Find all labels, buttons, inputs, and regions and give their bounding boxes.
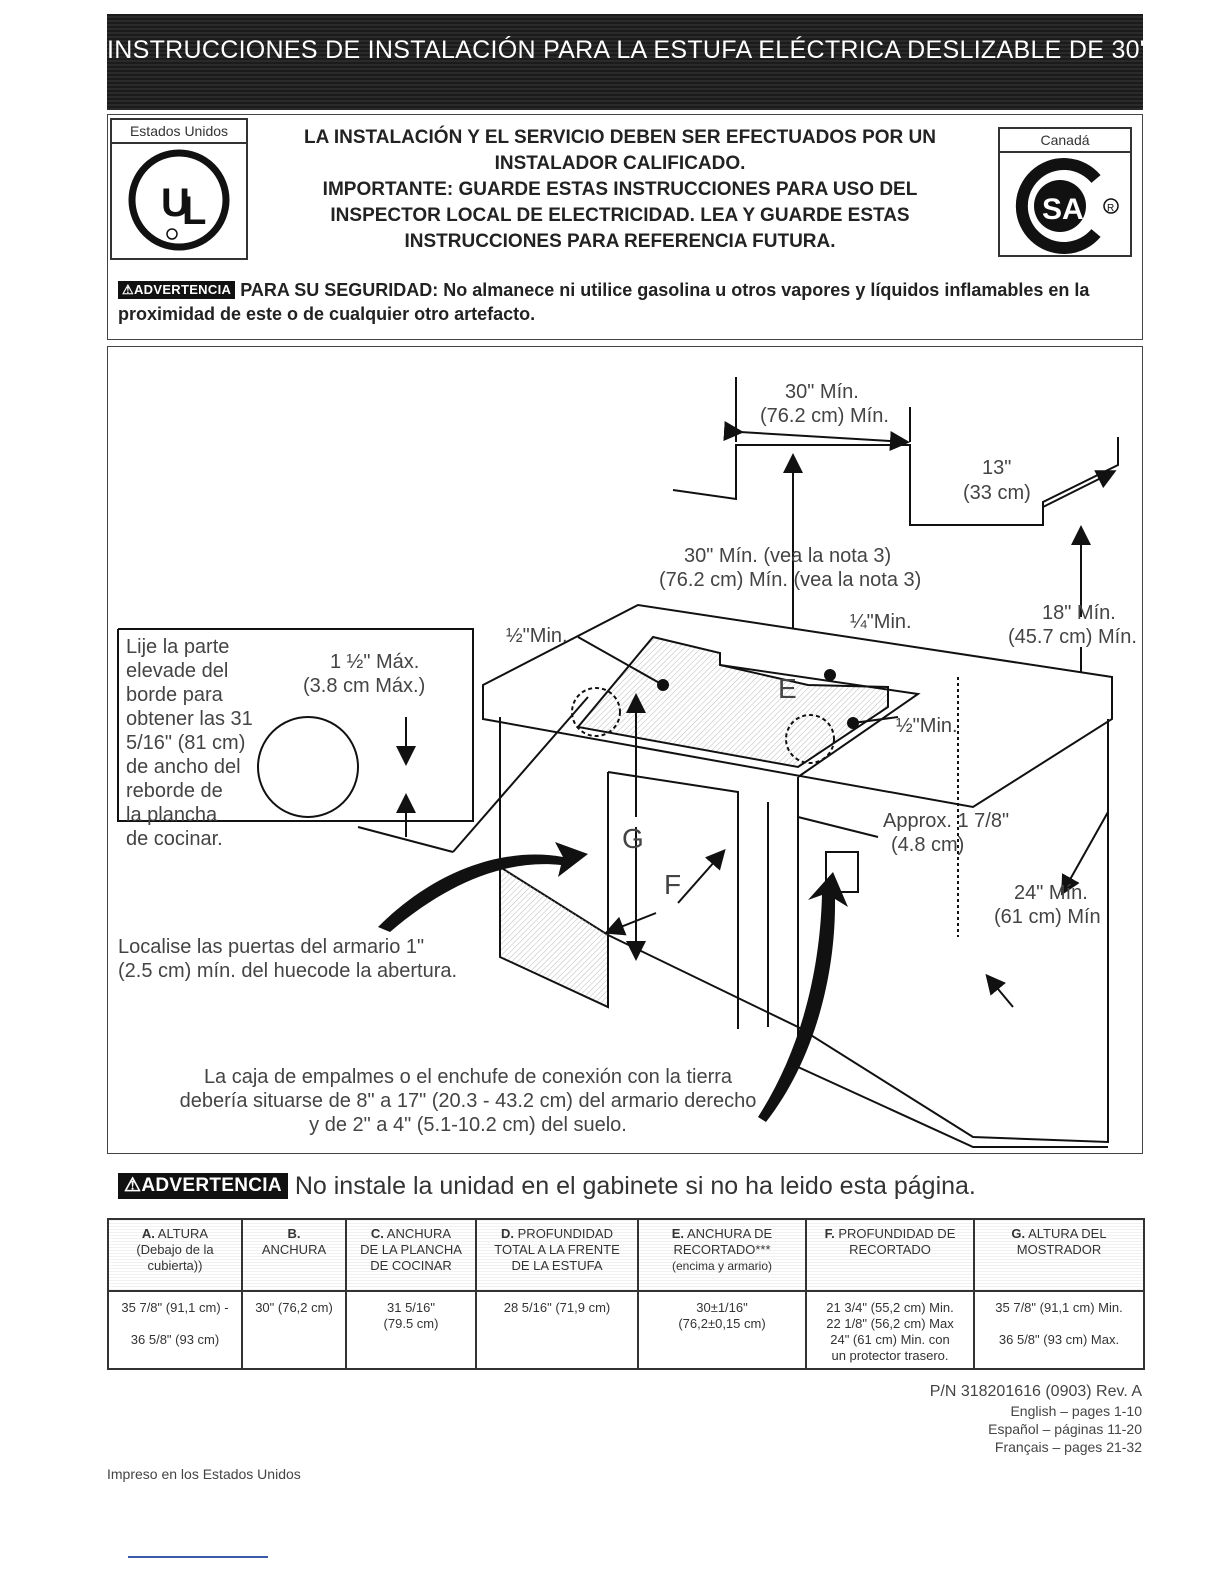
header-box: [107, 114, 1143, 340]
range-opening-drawing: [117, 377, 1119, 1148]
cell-f: 21 3/4" (55,2 cm) Min.22 1/8" (56,2 cm) …: [805, 1290, 975, 1370]
side-13-metric: (33 cm): [963, 482, 1031, 504]
doors-note: Localise las puertas del armario 1"(2.5 …: [118, 936, 458, 982]
warning-badge: ⚠ADVERTENCIA: [118, 281, 236, 299]
install-line: LA INSTALACIÓN Y EL SERVICIO DEBEN SER E…: [303, 127, 936, 148]
svg-text:SA: SA: [1042, 193, 1084, 226]
installation-notice: LA INSTALACIÓN Y EL SERVICIO DEBEN SER E…: [260, 125, 980, 255]
part-number-block: P/N 318201616 (0903) Rev. A English – pa…: [930, 1382, 1142, 1456]
letter-f: F: [664, 869, 682, 900]
warning2-text: No instale la unidad en el gabinete si n…: [294, 1172, 976, 1200]
table-row: 35 7/8" (91,1 cm) -36 5/8" (93 cm) 30" (…: [107, 1290, 1145, 1370]
side-24-metric: (61 cm) Mín: [994, 906, 1101, 928]
letter-e: E: [778, 673, 797, 704]
cell-d: 28 5/16" (71,9 cm): [475, 1290, 639, 1370]
installation-diagram: 30" Mín. (76.2 cm) Mín. 13" (33 cm) 30" …: [107, 346, 1143, 1154]
cell-e: 30±1/16"(76,2±0,15 cm): [637, 1290, 807, 1370]
lang-english: English – pages 1-10: [1010, 1403, 1142, 1419]
lang-francais: Français – pages 21-32: [994, 1439, 1142, 1455]
cell-b: 30" (76,2 cm): [241, 1290, 347, 1370]
warning2-badge: ⚠ADVERTENCIA: [118, 1173, 288, 1199]
ul-logo-icon: U L: [128, 149, 230, 251]
approx-label: Approx. 1 7/8": [883, 810, 1010, 832]
vertical-30-label: 30" Mín. (vea la nota 3): [684, 545, 892, 567]
install-line: INSPECTOR LOCAL DE ELECTRICIDAD. LEA Y G…: [330, 205, 910, 226]
letter-g: G: [622, 823, 644, 854]
vertical-30-metric: (76.2 cm) Mín. (vea la nota 3): [659, 569, 922, 591]
svg-text:L: L: [182, 189, 206, 233]
install-line: INSTRUCCIONES PARA REFERENCIA FUTURA.: [404, 231, 836, 252]
ul-caption: Estados Unidos: [112, 120, 246, 144]
quarter-min-label: ¼"Min.: [850, 611, 912, 633]
cell-g: 35 7/8" (91,1 cm) Min.36 5/8" (93 cm) Ma…: [973, 1290, 1145, 1370]
side-18-label: 18" Mín.: [1042, 602, 1116, 624]
ul-logo-box: Estados Unidos U L: [110, 118, 248, 260]
junction-note: La caja de empalmes o el enchufe de cone…: [179, 1066, 757, 1136]
bottom-rule: [128, 1556, 268, 1558]
safety-warning: ⚠ADVERTENCIA PARA SU SEGURIDAD: No alman…: [118, 278, 1138, 326]
header-b: B.ANCHURA: [241, 1218, 347, 1292]
part-number: P/N 318201616 (0903) Rev. A: [929, 1383, 1142, 1400]
cabinet-warning: ⚠ADVERTENCIA No instale la unidad en el …: [118, 1172, 976, 1201]
side-13-label: 13": [982, 457, 1012, 479]
max-metric: (3.8 cm Máx.): [303, 675, 426, 697]
csa-logo-icon: SA R: [1015, 158, 1119, 254]
warning-text: PARA SU SEGURIDAD: No almanece ni utilic…: [118, 280, 1090, 324]
top-width-metric: (76.2 cm) Mín.: [760, 405, 889, 427]
title-banner: INSTRUCCIONES DE INSTALACIÓN PARA LA EST…: [107, 14, 1150, 110]
install-line: IMPORTANTE: GUARDE ESTAS INSTRUCCIONES P…: [322, 179, 918, 200]
lang-espanol: Español – páginas 11-20: [988, 1421, 1142, 1437]
side-24-label: 24" Mín.: [1014, 882, 1088, 904]
max-label: 1 ½" Máx.: [330, 651, 420, 673]
cell-a: 35 7/8" (91,1 cm) -36 5/8" (93 cm): [107, 1290, 243, 1370]
svg-text:U: U: [161, 181, 190, 225]
half-min-right-label: ½"Min.: [896, 715, 958, 737]
approx-metric: (4.8 cm): [891, 834, 965, 856]
cell-c: 31 5/16"(79.5 cm): [345, 1290, 477, 1370]
csa-logo-box: Canadá SA R: [998, 127, 1132, 257]
printed-in: Impreso en los Estados Unidos: [107, 1466, 301, 1482]
half-min-left-label: ½"Min.: [506, 625, 568, 647]
csa-caption: Canadá: [1000, 129, 1130, 153]
install-line: INSTALADOR CALIFICADO.: [494, 153, 746, 174]
side-18-metric: (45.7 cm) Mín.: [1008, 626, 1137, 648]
page-title: INSTRUCCIONES DE INSTALACIÓN PARA LA EST…: [107, 36, 1150, 64]
svg-text:R: R: [1107, 203, 1114, 214]
top-width-label: 30" Mín.: [785, 381, 859, 403]
